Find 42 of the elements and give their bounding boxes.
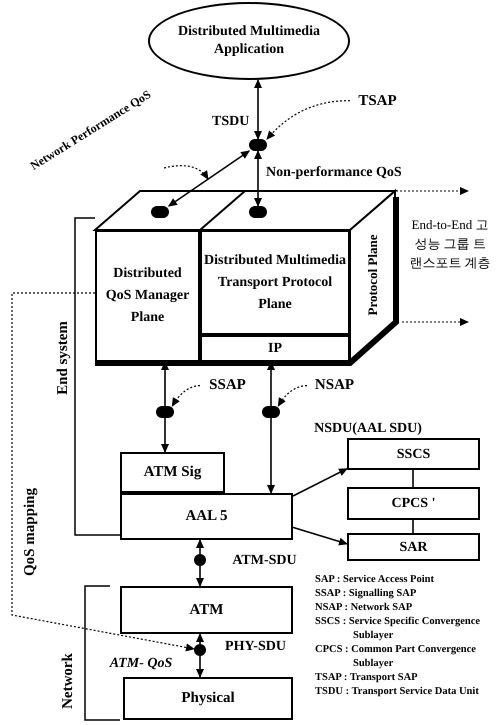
glossary-entry: TSAP : Transport SAP (315, 671, 419, 685)
layer-box: Physical (123, 677, 293, 720)
text-label: QoS mapping (20, 487, 39, 578)
dotted-leader-arrow (278, 385, 308, 407)
glossary-entry: CPCS : Common Part Convergence Sublayer (315, 643, 477, 671)
arrow (196, 633, 204, 644)
arrow (196, 566, 204, 587)
dotted-leader-arrow (172, 385, 200, 407)
layer-box: SSCS (347, 438, 480, 470)
text-label: NSDU(AAL SDU) (313, 420, 423, 438)
layer-box: ATM Sig (120, 452, 225, 493)
plane-face: Distributed QoS Manager Plane (95, 230, 200, 362)
text-label: ATM- QoS (108, 654, 174, 672)
layer-box: ATM (120, 586, 293, 634)
glossary-entry: NSAP : Network SAP (315, 601, 414, 615)
plane-face: Distributed Multimedia Transport Protocol Plane (200, 230, 350, 335)
glossary-entry: TSDU : Transport Service Data Unit (315, 685, 480, 699)
layer-box: CPCS ' (347, 487, 480, 520)
text-label: End-to-End 고성능 그룹 트랜스포트 계층 (408, 216, 492, 272)
application-ellipse: Distributed Multimedia Application (148, 2, 350, 80)
text-label: Network (58, 652, 77, 711)
arrow (196, 539, 204, 554)
layer-box: IP (200, 335, 350, 362)
layer-box: SAR (347, 533, 480, 561)
glossary-entry: SSAP : Signalling SAP (315, 587, 418, 601)
arrow (267, 418, 275, 494)
dotted-leader-arrow (164, 165, 209, 180)
dotted-leader-arrow (11, 292, 195, 652)
arrow (292, 526, 348, 546)
glossary-entry: SSCS : Service Specific Convergence Sublayer (315, 615, 482, 643)
arrow (254, 79, 262, 140)
glossary-entry: SAP : Service Access Point (315, 573, 435, 587)
arrow (292, 468, 348, 497)
layer-box: AAL 5 (120, 493, 293, 540)
text-label: End system (54, 320, 72, 397)
text-label: ATM-SDU (231, 552, 298, 569)
dotted-leader-arrow (266, 100, 350, 140)
arrow (254, 150, 262, 207)
arrow (168, 150, 250, 207)
arrow (196, 656, 204, 678)
arrow (161, 418, 169, 453)
text-label: PHY-SDU (224, 638, 287, 655)
